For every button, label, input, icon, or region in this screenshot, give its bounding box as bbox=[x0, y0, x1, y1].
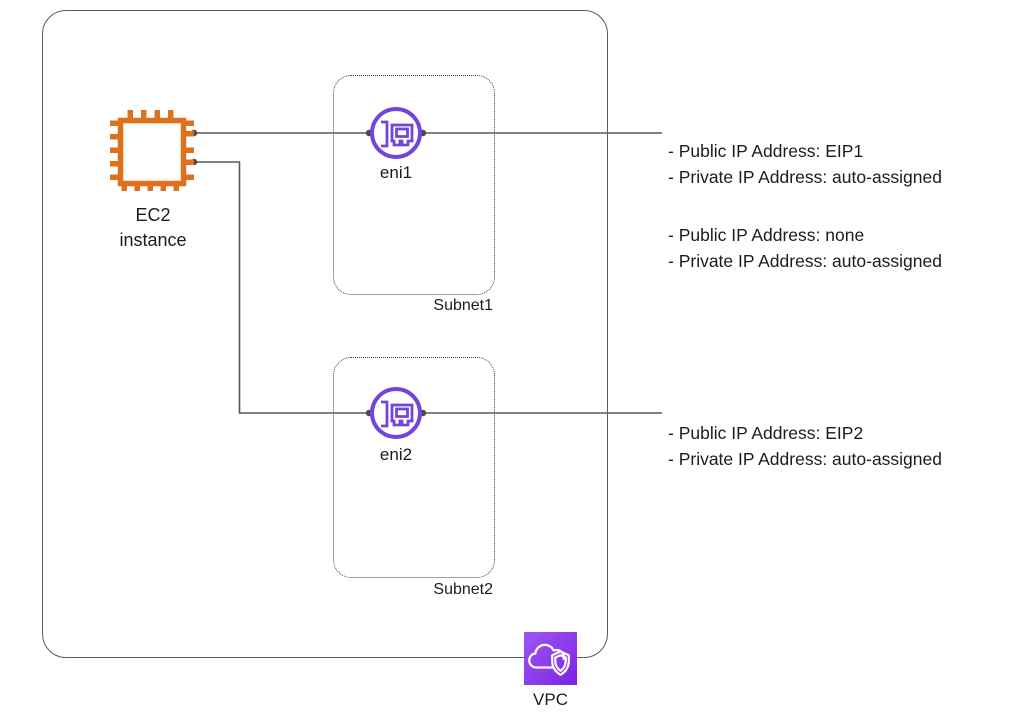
subnet1-label: Subnet1 bbox=[433, 297, 493, 314]
eni1-label: eni1 bbox=[379, 163, 413, 182]
ec2-instance-label: EC2 instance bbox=[93, 203, 213, 253]
ec2-chip-icon bbox=[110, 110, 194, 191]
annotation-line: - Public IP Address: none bbox=[668, 225, 865, 245]
annotation-line: - Private IP Address: auto-assigned bbox=[668, 167, 942, 187]
annotation-line: - Public IP Address: EIP2 bbox=[668, 423, 864, 443]
ec2-label-line1: EC2 bbox=[135, 205, 171, 225]
annotation-line: - Private IP Address: auto-assigned bbox=[668, 251, 942, 271]
ec2-label-line2: instance bbox=[119, 230, 187, 250]
eni1-network-interface-icon bbox=[370, 107, 422, 159]
subnet2-label: Subnet2 bbox=[433, 581, 493, 598]
annotation-line: - Private IP Address: auto-assigned bbox=[668, 449, 942, 469]
vpc-boundary-box bbox=[42, 10, 608, 658]
annotation-eni1-ips: - Public IP Address: EIP1 - Private IP A… bbox=[668, 138, 942, 190]
annotation-no-eip-ips: - Public IP Address: none - Private IP A… bbox=[668, 222, 942, 274]
annotation-line: - Public IP Address: EIP1 bbox=[668, 141, 864, 161]
annotation-eni2-ips: - Public IP Address: EIP2 - Private IP A… bbox=[668, 420, 942, 472]
eni2-label: eni2 bbox=[379, 445, 413, 464]
vpc-label: VPC bbox=[533, 690, 568, 709]
eni2-network-interface-icon bbox=[370, 387, 422, 439]
vpc-cloud-shield-icon bbox=[524, 632, 577, 685]
